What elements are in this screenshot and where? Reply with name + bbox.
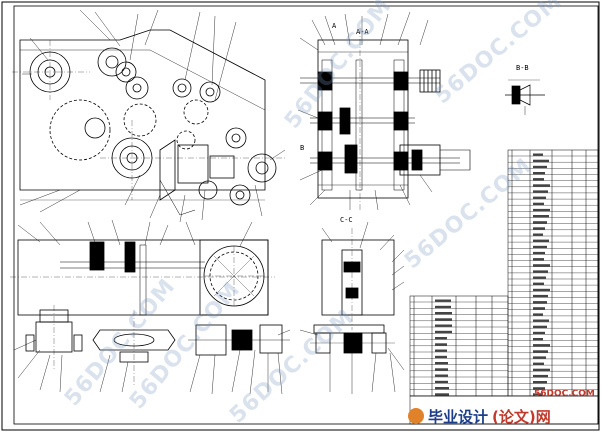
- table-cell-mark: [435, 330, 452, 334]
- table-cell-mark: [533, 196, 546, 199]
- table-cell-mark: [533, 264, 550, 267]
- table-cell-mark: [533, 159, 549, 163]
- table-cell-mark: [435, 368, 448, 371]
- table-cell-mark: [533, 270, 548, 273]
- table-cell-mark: [533, 350, 548, 353]
- table-cell-mark: [435, 299, 451, 302]
- view-title-b: B-B: [516, 64, 529, 72]
- table-cell-mark: [533, 356, 546, 359]
- table-cell-mark: [533, 251, 545, 255]
- table-cell-mark: [435, 362, 448, 365]
- table-cell-mark: [435, 324, 452, 327]
- table-cell-mark: [533, 276, 546, 279]
- front-view-leaders: [19, 9, 286, 223]
- brand-suffix: (论文)网: [492, 407, 551, 426]
- view-title-a: A: [332, 22, 337, 30]
- table-cell-mark: [435, 337, 447, 340]
- table-cell-mark: [533, 221, 547, 224]
- brand-name: 毕业设计: [428, 407, 489, 426]
- table-cell-mark: [533, 184, 550, 187]
- table-cell-mark: [435, 318, 452, 321]
- section-cc-leaders: [299, 221, 405, 394]
- table-cell-mark: [533, 301, 547, 304]
- table-cell-mark: [533, 178, 544, 181]
- table-cell-mark: [533, 258, 544, 261]
- table-cell-mark: [533, 307, 545, 310]
- section-aa-view: [300, 28, 471, 210]
- table-cell-mark: [533, 331, 545, 335]
- table-cell-mark: [533, 313, 543, 316]
- table-cell-mark: [533, 387, 545, 390]
- table-cell-mark: [533, 190, 548, 193]
- brand-site-url: 56DOC.COM: [534, 389, 595, 399]
- table-cell-mark: [533, 282, 544, 285]
- parts-list-rows: [410, 155, 598, 396]
- table-cell-mark: [435, 374, 448, 377]
- table-cell-mark: [533, 325, 547, 329]
- table-cell-mark: [533, 362, 544, 365]
- site-brand: 56DOC.COM 毕业设计 (论文)网: [408, 389, 598, 429]
- table-cell-mark: [435, 355, 447, 359]
- table-cell-mark: [533, 338, 543, 341]
- logo-mark-icon: [408, 408, 424, 424]
- section-aa-leaders: [297, 11, 433, 211]
- table-cell-mark: [435, 312, 452, 315]
- table-cell-mark: [533, 393, 543, 396]
- section-cc-view: [310, 228, 395, 354]
- table-cell-mark: [533, 233, 543, 236]
- drawing-inner-frame: [13, 5, 599, 425]
- table-cell-mark: [533, 288, 550, 292]
- view-title-section-aa: A-A: [356, 28, 369, 36]
- table-cell-mark: [533, 227, 545, 230]
- front-view-gearbox: [12, 29, 285, 216]
- table-cell-mark: [435, 393, 449, 396]
- table-cell-mark: [435, 380, 448, 384]
- table-cell-mark: [435, 343, 447, 346]
- table-cell-mark: [533, 374, 548, 378]
- detail-b-view: [505, 79, 545, 115]
- table-cell-mark: [533, 319, 549, 322]
- table-cell-mark: [533, 208, 550, 212]
- plan-view-gearbox: [10, 239, 290, 385]
- table-cell-mark: [533, 294, 548, 298]
- table-cell-mark: [435, 387, 449, 390]
- plan-view-leaders: [13, 219, 291, 395]
- table-cell-mark: [533, 344, 550, 347]
- table-cell-mark: [533, 245, 547, 249]
- table-cell-mark: [533, 172, 545, 175]
- table-cell-mark: [533, 381, 547, 384]
- table-cell-mark: [533, 202, 544, 206]
- table-cell-mark: [533, 239, 549, 242]
- table-cell-mark: [435, 349, 447, 352]
- view-title-detail-b: B: [300, 144, 304, 152]
- parts-list-cells: [435, 153, 550, 396]
- table-cell-mark: [533, 153, 543, 156]
- view-title-section-cc: C-C: [340, 216, 353, 224]
- table-cell-mark: [533, 165, 547, 169]
- table-cell-mark: [533, 368, 550, 372]
- table-cell-mark: [435, 305, 451, 309]
- table-cell-mark: [533, 215, 549, 218]
